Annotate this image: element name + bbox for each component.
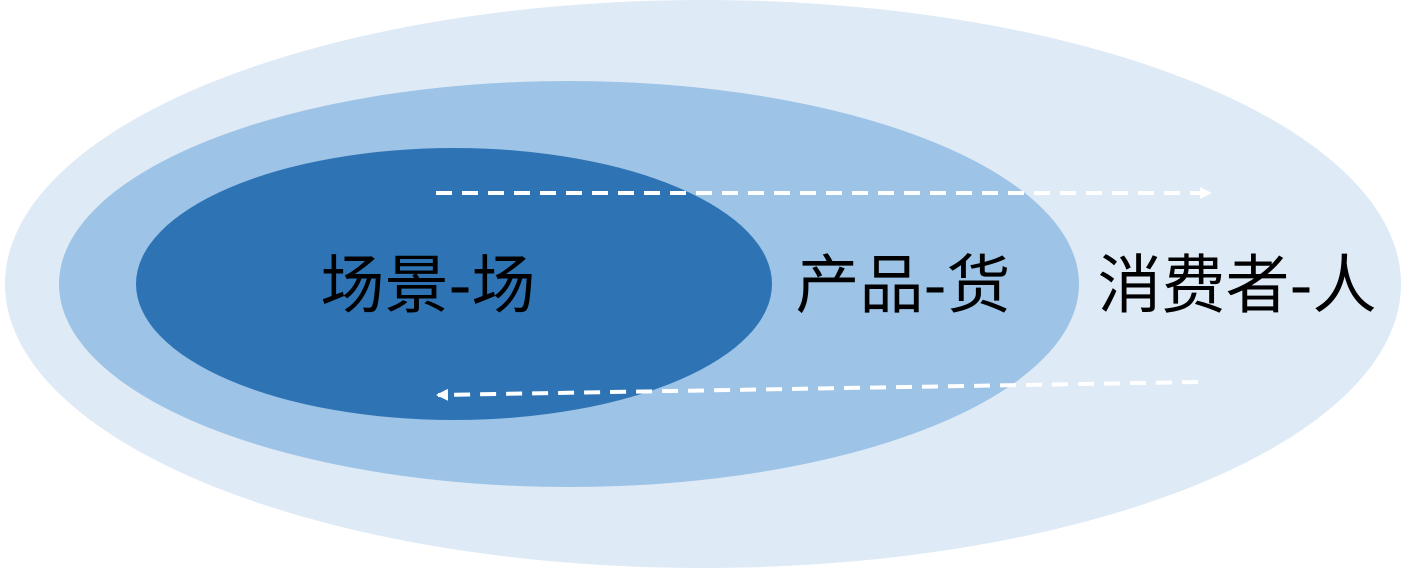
inward-dashed-arrow bbox=[436, 380, 1199, 401]
label-consumer: 消费者-人 bbox=[1097, 250, 1376, 324]
label-scene: 场景-场 bbox=[320, 250, 535, 324]
label-product: 产品-货 bbox=[795, 250, 1010, 324]
inner-ellipse-scene bbox=[136, 148, 772, 420]
